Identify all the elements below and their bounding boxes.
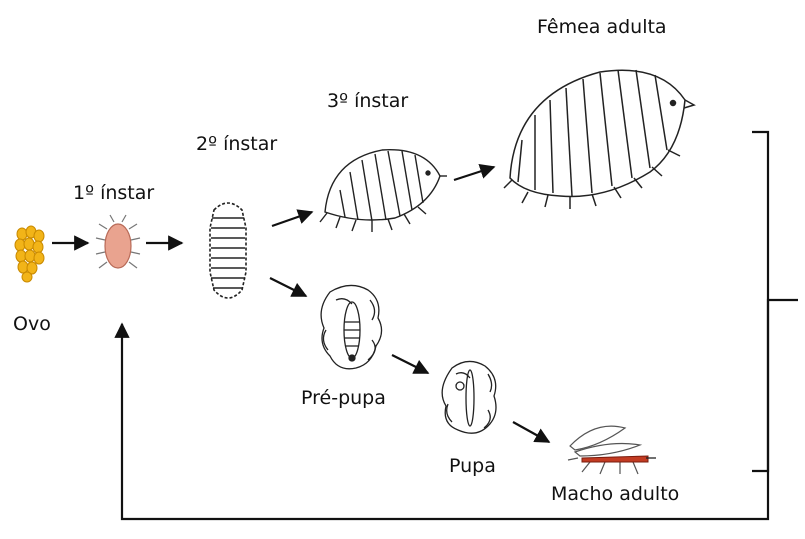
label-instar-1: 1º ínstar (73, 182, 154, 204)
egg-cluster (15, 226, 44, 282)
prepupa-cocoon (321, 285, 381, 368)
arrow-pupa-to-male (513, 422, 549, 442)
label-prepupa: Pré-pupa (301, 387, 386, 409)
label-male-adult: Macho adulto (551, 483, 679, 505)
label-instar-2: 2º ínstar (196, 133, 277, 155)
label-female-adult: Fêmea adulta (537, 16, 667, 38)
label-egg: Ovo (13, 313, 51, 335)
cycle-arrows (52, 132, 798, 519)
instar-2-nymph (210, 203, 246, 298)
arrow-instar3-to-female (454, 167, 494, 180)
adult-male (568, 426, 656, 474)
adult-female (504, 70, 694, 209)
instar-3-nymph (320, 150, 447, 232)
arrow-prepupa-to-pupa (392, 355, 428, 373)
return-loop-line (122, 300, 798, 519)
arrow-instar2-to-instar3 (272, 212, 312, 226)
instar-1-crawler (96, 215, 140, 268)
arrow-instar2-to-prepupa (270, 278, 306, 296)
label-pupa: Pupa (449, 455, 496, 477)
adults-bracket (752, 132, 768, 471)
label-instar-3: 3º ínstar (327, 90, 408, 112)
pupa-cocoon (442, 361, 496, 433)
